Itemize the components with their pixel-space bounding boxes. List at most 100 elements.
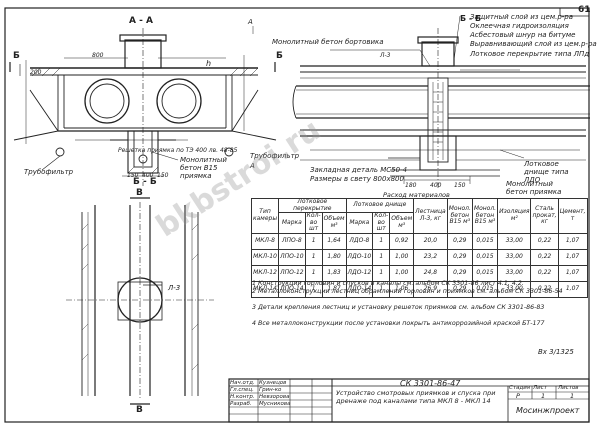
table-cell: ЛПО-10	[278, 248, 306, 266]
table-cell: 1,00	[389, 264, 415, 282]
role-3: Н.контр.	[230, 394, 255, 400]
table-cell: 1,87	[321, 280, 347, 298]
table-cell: 1	[372, 248, 391, 266]
callout-embedded-part: Закладная деталь МС50-4	[310, 166, 408, 174]
page-number: 61	[578, 5, 591, 15]
table-cell: 1,07	[557, 264, 588, 282]
callout-protective-layer: Защитный слой из цем.р-ра	[470, 13, 574, 21]
table-cell: 0,015	[471, 264, 499, 282]
cut-mark-v-bottom: В	[136, 405, 143, 415]
table-cell: 20,0	[413, 232, 448, 250]
table-cell: ЛДО-12	[345, 264, 374, 282]
table-cell: МКЛ-8	[250, 232, 280, 250]
name-1: Кузнецов	[259, 380, 287, 386]
table-cell: ЛДО-8	[345, 232, 374, 250]
table-cell: 1,07	[557, 280, 588, 298]
role-1: Нач.отд.	[230, 380, 255, 386]
table-cell: 1,64	[321, 232, 347, 250]
callout-pipe-filter-left: Трубофильтр	[24, 168, 74, 176]
th-mark2: Марка	[345, 212, 374, 234]
th-count: Кол-во шт	[304, 212, 323, 234]
note-4: 4 Все металлоконструкции после установки…	[252, 320, 545, 327]
title-block-lines	[228, 378, 590, 423]
sheets-header: Листов	[558, 385, 579, 391]
materials-table: Тип камеры Лотковое перекрытие Лотковое …	[250, 198, 588, 298]
section-aa-dims	[25, 26, 254, 177]
th-slab: Лотковое перекрытие	[278, 198, 347, 213]
cut-mark-v-top: В	[136, 188, 143, 198]
callout-pipe-filter-mid: Трубофильтр	[250, 152, 300, 160]
section-bb-drawing	[292, 15, 590, 190]
table-cell: 0,015	[471, 232, 499, 250]
table-cell: 1,80	[321, 248, 347, 266]
dim-150: 150	[127, 172, 139, 179]
dim-150c: 150	[454, 182, 466, 189]
section-title-vv-top: Б - Б	[460, 14, 482, 23]
table-cell: 0,29	[446, 232, 473, 250]
table-cell: МКЛ-12	[250, 264, 280, 282]
th-type: Тип камеры	[250, 198, 280, 234]
name-4: Мусникова	[259, 401, 291, 407]
callout-mark-l3-a: Л-3	[380, 52, 391, 59]
table-cell: ЛПО-12	[278, 264, 306, 282]
stage-value: Р	[516, 392, 520, 400]
table-cell: 33,00	[497, 280, 532, 298]
cut-mark-b-left: Б	[13, 51, 20, 61]
note-2: 2 Металлоконструкции лестниц обрамлений …	[252, 288, 563, 295]
doc-title: Устройство смотровых приямков и спуска п…	[336, 389, 496, 405]
th-count2: Кол-во шт	[372, 212, 391, 234]
table-caption: Расход материалов	[383, 191, 450, 199]
table-cell: 1,00	[389, 248, 415, 266]
stage-header: Стадия	[509, 385, 531, 391]
doc-code: СК 3301-86-47	[400, 379, 461, 388]
section-aa-drawing	[13, 28, 277, 186]
dim-400b: 400	[430, 182, 442, 189]
cut-mark-b-right: Б	[276, 51, 283, 61]
section-title-bb: Б - Б	[133, 177, 157, 187]
dim-400: 400	[142, 172, 154, 179]
table-cell: 1	[304, 280, 323, 298]
table-cell: 0,22	[530, 264, 559, 282]
table-cell: 1	[372, 232, 391, 250]
note-3: 3 Детали крепления лестниц и установку р…	[252, 304, 545, 311]
table-cell: 0,92	[389, 232, 415, 250]
role-2: Гл.спец.	[230, 387, 254, 393]
bottom-reference: Вх 3/1325	[538, 348, 574, 356]
callout-grate: Решетка приямка по ТЭ 400 лв. 48-85	[118, 147, 238, 154]
callout-light-size: Размеры в свету 800x800	[310, 175, 404, 183]
table-cell: 23,2	[413, 248, 448, 266]
callout-monolith-pit-right: Монолитный бетон приямка	[506, 180, 562, 196]
table-cell: 1,06	[389, 280, 415, 298]
table-cell: 0,29	[446, 248, 473, 266]
th-cement: Цемент, т	[557, 198, 588, 234]
sheet-value: 1	[541, 392, 546, 400]
dim-800: 800	[92, 52, 104, 59]
th-isolation: Изоляция м²	[497, 198, 532, 234]
name-2: Грин-ко	[259, 387, 282, 393]
table-cell: 0,015	[471, 248, 499, 266]
table-cell: 0,22	[530, 232, 559, 250]
th-mark: Марка	[278, 212, 306, 234]
th-steel: Сталь прокат, кг	[530, 198, 559, 234]
section-title-aa: А - А	[129, 16, 153, 26]
callout-tray-bottom: Лотковое днище типа ЛДО	[524, 160, 569, 184]
table-cell: 0,22	[530, 248, 559, 266]
dim-200: 200	[30, 69, 42, 76]
section-vv-drawing	[66, 197, 214, 405]
dim-h: h	[206, 59, 212, 68]
callout-leveling-layer: Выравнивающий слой из цем.р-ра	[470, 40, 597, 48]
table-cell: 1	[304, 264, 323, 282]
table-cell: 1	[304, 248, 323, 266]
cut-mark-a-bottom: А	[250, 162, 255, 170]
table-cell: 33,00	[497, 232, 532, 250]
th-concrete: Монол. бетон В15 м³	[446, 198, 473, 234]
table-cell: ЛПО-8	[278, 232, 306, 250]
th-ladder: Лестница Л-3, кг	[413, 198, 448, 234]
dim-180: 180	[405, 182, 417, 189]
th-bottom: Лотковое днище	[345, 198, 415, 213]
section-bb-dims	[403, 176, 471, 184]
